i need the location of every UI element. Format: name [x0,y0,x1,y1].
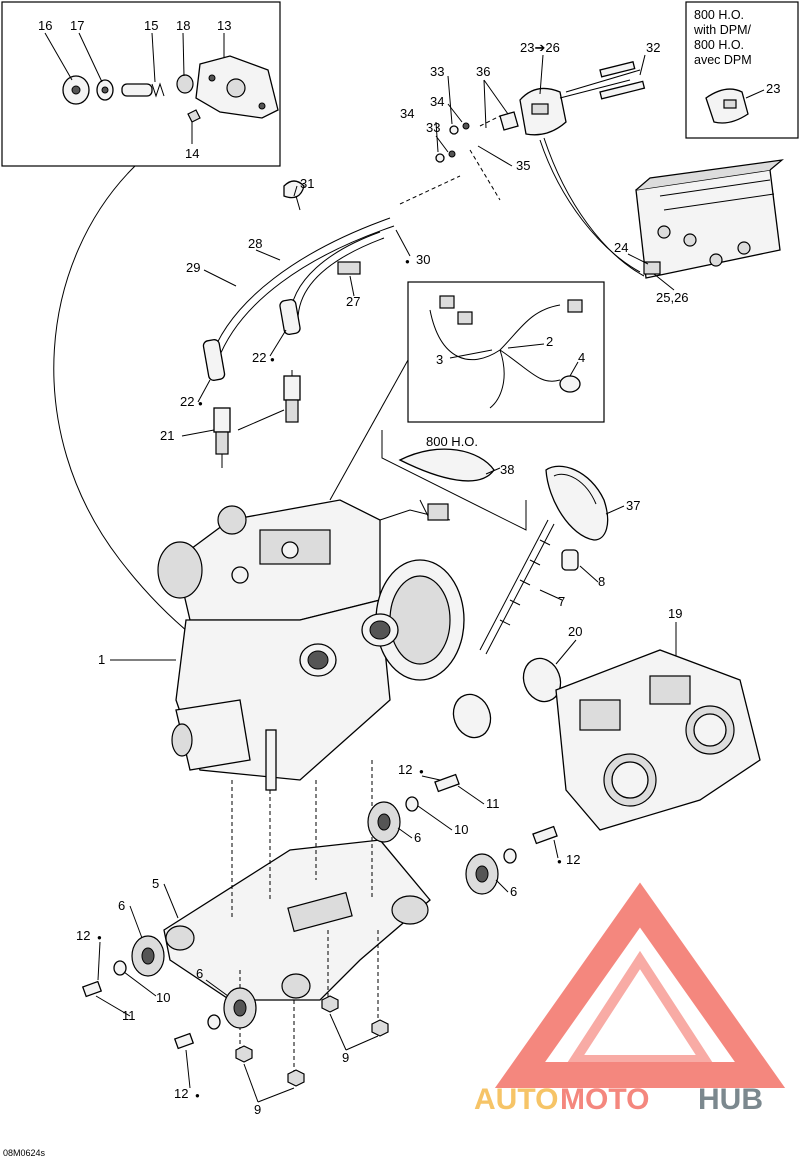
engine-mount-group: 5 6 6 6 6 10 10 11 11 12 ● 12 ● 12 ● 12 … [76,760,580,1117]
drop-icon-12-left: ● [97,933,102,942]
callout-34-upper: 34 [430,94,444,109]
callout-6-lower: 6 [196,966,203,981]
drop-icon-12-right: ● [557,857,562,866]
callout-22-upper: 22 [252,350,266,365]
callout-28: 28 [248,236,262,251]
callout-24: 24 [614,240,628,255]
callout-13: 13 [217,18,231,33]
callout-10-upper: 10 [454,822,468,837]
callout-27: 27 [346,294,360,309]
callout-2: 2 [546,334,553,349]
callout-23-dpm: 23 [766,81,780,96]
dpm-line-2: with DPM/ [693,23,751,37]
heat-shield-group: 800 H.O. 38 [381,430,527,531]
callout-6-right: 6 [510,884,517,899]
watermark-logo: AUTO MOTO HUB [474,882,786,1116]
callout-16: 16 [38,18,52,33]
callout-19: 19 [668,606,682,621]
model-note: 800 H.O. [426,434,478,449]
rewind-starter-group: 37 7 8 [479,465,640,655]
ignition-cables-group: 31 28 29 27 ● 30 22 22 21 [160,175,461,468]
callout-37: 37 [626,498,640,513]
callout-31: 31 [300,176,314,191]
harness-inset: 2 3 4 [329,281,605,501]
callout-11-lower: 11 [122,1008,136,1023]
dpm-box: 800 H.O. with DPM/ 800 H.O. avec DPM 23 [685,1,799,139]
drop-icon-12-top: ● [419,767,424,776]
callout-23-26: 23➔26 [520,40,560,55]
callout-25-26: 25,26 [656,290,689,305]
callout-38: 38 [500,462,514,477]
ecu-module [635,159,784,279]
figure-code: 08M0624s [3,1148,46,1158]
callout-18: 18 [176,18,190,33]
callout-12-top: 12 [398,762,412,777]
callout-17: 17 [70,18,84,33]
drop-icon-12-bottom: ● [195,1091,200,1100]
spark-plug-left [213,407,231,468]
callout-22-lower: 22 [180,394,194,409]
dpm-line-4: avec DPM [694,53,752,67]
callout-33-upper: 33 [430,64,444,79]
callout-6-upper: 6 [414,830,421,845]
watermark-auto: AUTO [474,1083,558,1116]
callout-12-left: 12 [76,928,90,943]
callout-9-lower: 9 [254,1102,261,1117]
callout-6-left: 6 [118,898,125,913]
callout-10-lower: 10 [156,990,170,1005]
callout-29: 29 [186,260,200,275]
drop-icon-22-upper: ● [270,355,275,364]
callout-1: 1 [98,652,105,667]
dpm-line-1: 800 H.O. [694,8,744,22]
callout-4: 4 [578,350,585,365]
callout-3: 3 [436,352,443,367]
callout-33-lower: 33 [426,120,440,135]
callout-30: 30 [416,252,430,267]
callout-20: 20 [568,624,582,639]
watermark-hub: HUB [698,1083,763,1116]
watermark-moto: MOTO [560,1083,649,1116]
callout-15: 15 [144,18,158,33]
callout-34-lower: 34 [400,106,414,121]
callout-11-upper: 11 [486,796,500,811]
callout-14: 14 [185,146,199,161]
callout-35: 35 [516,158,530,173]
callout-12-right: 12 [566,852,580,867]
drop-icon-22-lower: ● [198,399,203,408]
callout-12-bottom: 12 [174,1086,188,1101]
dpm-module-group: 23➔26 32 33 36 34 34 33 35 24 25,26 [400,40,784,305]
callout-21: 21 [160,428,174,443]
callout-9-upper: 9 [342,1050,349,1065]
inset-bracket-box: 16 17 15 18 13 14 [1,1,281,167]
dpm-line-3: 800 H.O. [694,38,744,52]
callout-5: 5 [152,876,159,891]
engine-assembly: 1 [98,499,465,791]
callout-7: 7 [558,594,565,609]
spark-plug-right [283,370,301,423]
callout-8: 8 [598,574,605,589]
drop-icon-30: ● [405,257,410,266]
carburetor-group: 20 19 [452,606,761,831]
callout-32: 32 [646,40,660,55]
callout-36: 36 [476,64,490,79]
